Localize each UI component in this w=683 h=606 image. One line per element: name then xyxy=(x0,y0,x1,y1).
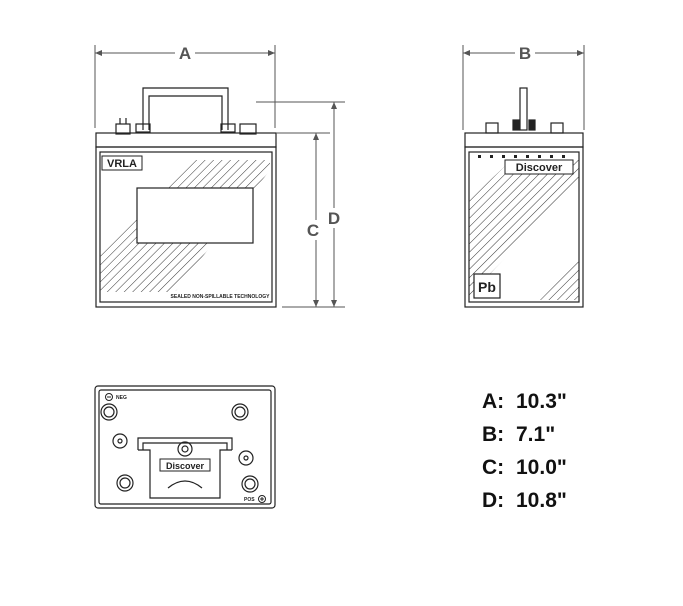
spec-row-c: C: 10.0" xyxy=(482,451,672,484)
top-handle xyxy=(137,437,233,499)
dimension-specs: A: 10.3" B: 7.1" C: 10.0" D: 10.8" xyxy=(482,385,672,517)
dimension-c-label: C xyxy=(307,221,319,240)
handle xyxy=(135,87,236,133)
front-caption: SEALED NON-SPILLABLE TECHNOLOGY xyxy=(171,294,271,300)
top-view: Discover NEG POS xyxy=(94,385,276,509)
pos-label: POS xyxy=(244,497,255,503)
dimension-d-label: D xyxy=(328,209,340,228)
dimension-a xyxy=(94,45,276,128)
dimension-b xyxy=(462,45,585,130)
spec-row-d: D: 10.8" xyxy=(482,484,672,517)
side-handle xyxy=(485,87,564,134)
vrla-label: VRLA xyxy=(107,158,137,170)
spec-key: A: xyxy=(482,390,505,413)
dimension-a-label: A xyxy=(179,44,191,63)
pos-marker xyxy=(258,495,266,503)
side-brand-logo: Discover xyxy=(516,162,563,174)
spec-key: B: xyxy=(482,423,505,446)
top-brand-logo: Discover xyxy=(166,461,205,471)
spec-row-a: A: 10.3" xyxy=(482,385,672,418)
side-hatch xyxy=(469,160,579,300)
front-view: A VRLA SEALED NON-SPILL xyxy=(94,44,345,308)
neg-marker xyxy=(105,393,113,401)
spec-value: 10.8" xyxy=(516,489,567,512)
spec-key: C: xyxy=(482,456,505,479)
top-terminals xyxy=(100,403,259,493)
spec-value: 10.0" xyxy=(516,456,567,479)
side-view: B Discover Pb xyxy=(462,44,585,308)
side-vents xyxy=(478,155,565,158)
neg-label: NEG xyxy=(116,395,127,401)
spec-value: 10.3" xyxy=(516,390,567,413)
label-window xyxy=(136,187,254,244)
pb-symbol: Pb xyxy=(478,279,496,295)
dimension-b-label: B xyxy=(519,44,531,63)
spec-value: 7.1" xyxy=(516,423,556,446)
front-body xyxy=(95,132,277,308)
spec-row-b: B: 7.1" xyxy=(482,418,672,451)
front-terminals xyxy=(115,118,257,135)
dimension-cd xyxy=(256,101,345,308)
spec-key: D: xyxy=(482,489,505,512)
